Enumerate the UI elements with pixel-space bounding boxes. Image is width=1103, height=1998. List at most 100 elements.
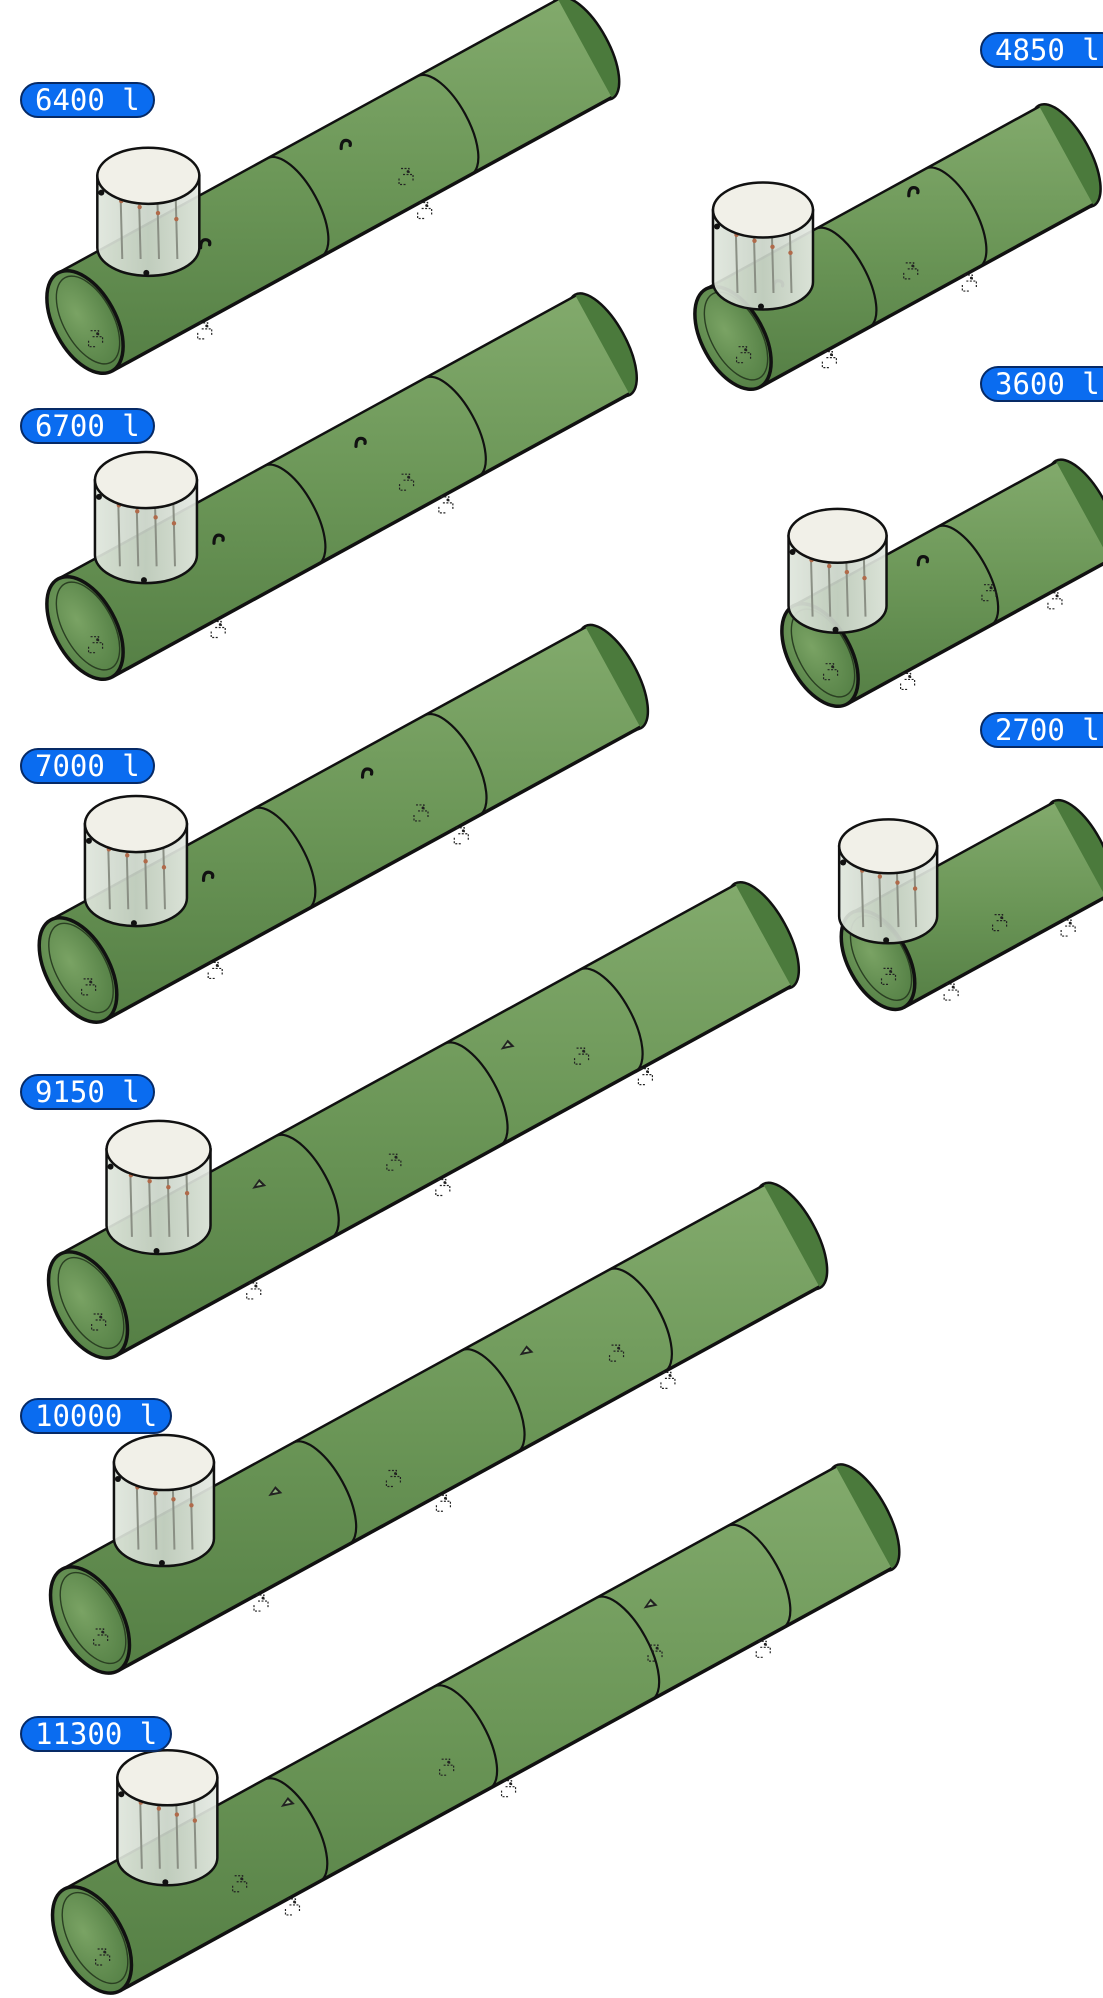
support-leg-icon [1060, 919, 1076, 937]
tank-seam [815, 226, 878, 328]
tank-seam [727, 1523, 792, 1629]
support-leg-icon [943, 983, 959, 1001]
lifting-eye-icon [339, 138, 352, 151]
support-leg-icon [1047, 592, 1063, 610]
fitting-symbol-icon [413, 804, 429, 822]
tank-end-cap [50, 1885, 134, 1995]
tank-7000 [37, 623, 650, 1024]
support-leg-icon [246, 1282, 262, 1300]
tank-body [64, 1466, 892, 1991]
fitting-symbol-icon [608, 1344, 625, 1362]
fitting-symbol-icon [647, 1644, 663, 1662]
fitting-symbol-icon [439, 1758, 455, 1776]
tank-seam [264, 463, 327, 565]
fitting-symbol-icon [398, 473, 415, 491]
tank-seam [444, 1041, 509, 1147]
support-leg-icon [435, 1494, 452, 1512]
tank-body [852, 802, 1103, 1008]
tank-seam [579, 967, 644, 1073]
support-leg-icon [207, 961, 223, 980]
support-leg-icon [755, 1640, 771, 1658]
support-leg-icon [210, 620, 226, 639]
tank-10000 [48, 1181, 829, 1675]
tank-end-cap [46, 1250, 130, 1360]
support-leg-icon [438, 496, 454, 514]
tank-seam [425, 375, 487, 477]
lifting-eye-icon [916, 555, 930, 567]
manhole-lid [96, 146, 201, 206]
tank-body [50, 627, 641, 1020]
volume-badge-3600: 3600 l [980, 366, 1103, 402]
fitting-symbol-icon [992, 913, 1008, 932]
volume-badge-7000: 7000 l [20, 748, 155, 784]
manhole-lid [105, 1119, 212, 1180]
volume-badge-2700: 2700 l [980, 712, 1103, 748]
support-leg-icon [900, 672, 916, 691]
tank-body [60, 884, 792, 1356]
support-leg-icon [197, 322, 213, 340]
lifting-eye-icon [201, 870, 215, 882]
tank-seam [608, 1267, 674, 1373]
support-leg-icon [284, 1898, 301, 1916]
support-leg-icon [453, 827, 469, 845]
tank-6400 [45, 0, 621, 376]
tank-end-cap [45, 268, 125, 376]
tank-body [58, 0, 612, 372]
tank-seam [596, 1595, 661, 1701]
end-fitting-icon [880, 967, 897, 985]
end-fitting-icon [87, 330, 104, 348]
tank-4850 [693, 102, 1102, 392]
support-leg-icon [500, 1780, 517, 1798]
tank-body [62, 1185, 820, 1671]
lifting-eye-icon [198, 238, 212, 250]
end-fitting-icon [93, 1628, 109, 1646]
tank-body [706, 106, 1094, 388]
tank-end-cap [48, 1565, 132, 1675]
fitting-symbol-icon [385, 1469, 402, 1488]
lifting-eye-icon [907, 186, 920, 198]
tank-seam [424, 712, 488, 816]
tank-9150 [46, 880, 801, 1360]
support-leg-icon [637, 1067, 654, 1086]
support-leg-icon [253, 1594, 269, 1612]
manhole-lid [837, 818, 939, 875]
support-leg-icon [435, 1178, 451, 1197]
volume-badge-4850: 4850 l [980, 32, 1103, 68]
lifting-eye-icon [212, 533, 225, 545]
manhole-lid [711, 181, 815, 239]
tank-end-cap [45, 574, 125, 682]
end-fitting-icon [95, 1948, 111, 1966]
tank-seam [253, 806, 317, 910]
tank-seam [264, 1777, 329, 1882]
manhole-lid [83, 794, 189, 854]
support-leg-icon [417, 201, 433, 220]
tank-seam [267, 155, 330, 258]
tank-seam [417, 73, 480, 176]
support-leg-icon [821, 351, 837, 369]
end-fitting-icon [822, 663, 839, 681]
volume-badge-10000: 10000 l [20, 1398, 173, 1434]
volume-badge-11300: 11300 l [20, 1716, 173, 1752]
manhole-lid [116, 1749, 219, 1807]
tank-end-cap [37, 916, 119, 1024]
support-leg-icon [660, 1371, 676, 1389]
volume-badge-6700: 6700 l [20, 408, 155, 444]
tank-body [58, 295, 630, 678]
support-leg-icon [961, 274, 977, 292]
fitting-symbol-icon [573, 1047, 590, 1065]
tank-2700 [837, 798, 1103, 1012]
manhole-lid [787, 507, 888, 565]
manhole-lid [93, 450, 199, 510]
volume-badge-6400: 6400 l [20, 82, 155, 118]
tank-seam [461, 1348, 526, 1453]
fitting-symbol-icon [903, 262, 919, 280]
fitting-symbol-icon [981, 584, 997, 602]
tank-end-cap [693, 284, 773, 392]
end-fitting-icon [735, 346, 752, 364]
fitting-symbol-icon [232, 1875, 248, 1893]
tank-seam [293, 1440, 358, 1546]
end-fitting-icon [91, 1313, 107, 1331]
lifting-eye-icon [360, 767, 374, 779]
tank-6700 [45, 292, 638, 682]
